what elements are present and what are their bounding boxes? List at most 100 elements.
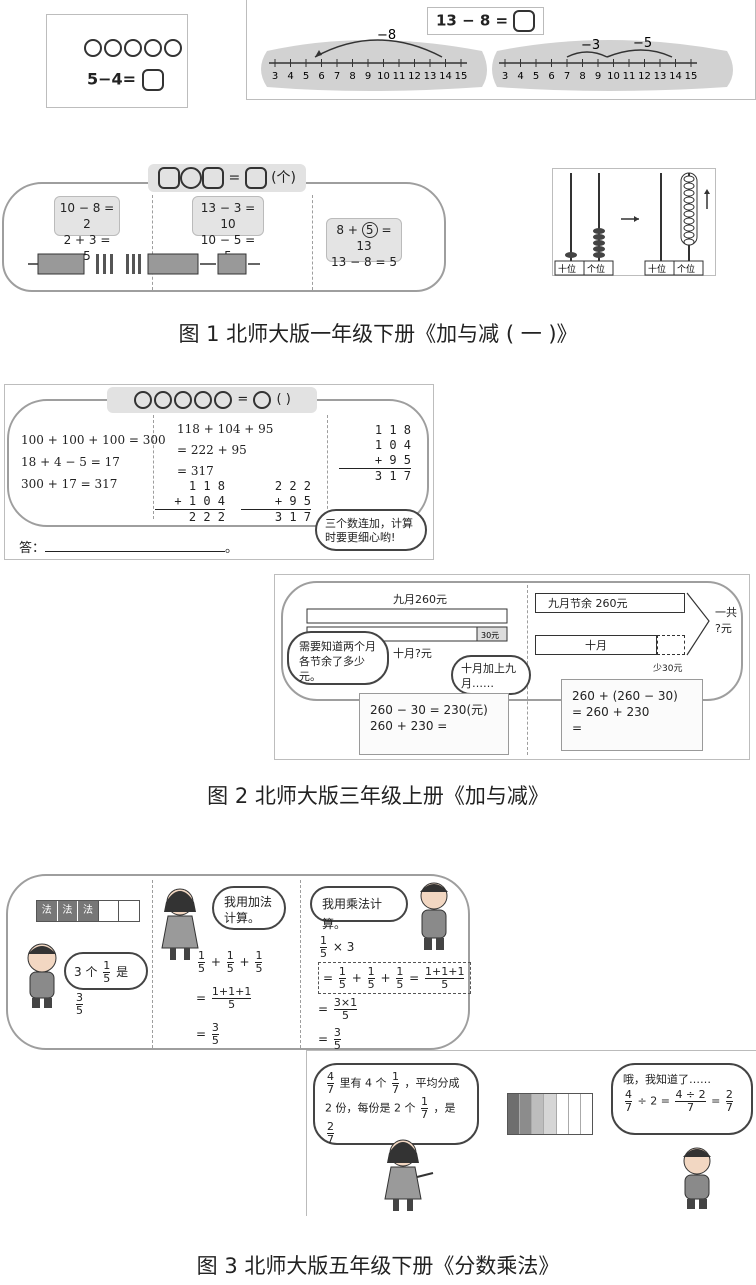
circle-icon	[104, 38, 122, 57]
small-30-label: 30元	[481, 631, 499, 640]
card-line: 10 − 8 = 2	[59, 201, 115, 231]
numberline-tick-label: 10	[607, 71, 620, 82]
bar-cell	[118, 901, 139, 921]
numberline-tick-label: 8	[579, 71, 585, 82]
paper-right: 260 + (260 − 30)= 260 + 230=	[561, 679, 703, 751]
mid-calc: 118 + 104 + 95= 222 + 95= 317	[177, 422, 274, 478]
numberline-tick-label: 14	[669, 71, 682, 82]
numberline-tick-label: 8	[349, 71, 355, 82]
fig1-card-panel: 5−4=	[46, 14, 188, 108]
abacus-bead	[565, 252, 577, 258]
bar-cell: 法	[78, 901, 98, 921]
boy-character-icon	[27, 943, 57, 1008]
circle-icon	[144, 38, 162, 57]
card-line: 13 − 8 = 5	[331, 255, 397, 269]
stick	[126, 254, 129, 274]
bar-cell: 法	[37, 901, 58, 921]
fig1-header: = (个)	[148, 164, 306, 192]
figure2-caption: 图 2 北师大版三年级上册《加与减》	[207, 784, 549, 808]
bubble-add: 十月加上九月……	[451, 655, 531, 695]
stick	[138, 254, 141, 274]
fig2b-panel: 九月260元 30元 十月?元 九月节余 260元 十月 少30元 一共?元 需…	[274, 574, 750, 760]
abacus-label: 个位	[677, 263, 695, 275]
numberline-tick-label: 15	[685, 71, 698, 82]
numberline-tick-label: 3	[272, 71, 278, 82]
fig2a-cloud	[7, 399, 429, 527]
boy-bubble: 我用乘法计算。	[310, 886, 408, 931]
numberline-tick-label: 13	[424, 71, 437, 82]
stick	[103, 254, 106, 274]
circle-icon	[164, 38, 182, 57]
card-line: 13 − 3 = 10	[200, 201, 256, 231]
abacus-beads-ten	[683, 175, 695, 246]
right-band	[492, 40, 733, 91]
numberline-tick-label: 5	[533, 71, 539, 82]
sep-label: 九月260元	[393, 593, 447, 606]
brace-icon	[686, 592, 710, 656]
numberline-tick-label: 13	[654, 71, 667, 82]
abacus-label: 十位	[558, 263, 576, 275]
right-equation-card: 8 + 5 = 13 13 − 8 = 5	[326, 218, 402, 269]
numberline-tick-label: 5	[303, 71, 309, 82]
numberline-tick-label: 6	[318, 71, 324, 82]
girl2-character-icon	[384, 1139, 434, 1211]
jump-arc-left	[314, 39, 443, 58]
abacus-svg: 十位 个位 十位 个位	[554, 172, 710, 276]
circles-row	[83, 37, 183, 57]
bar-oct-dashed	[657, 635, 685, 655]
right-jump-label-1: −5	[633, 36, 652, 51]
bar-cell	[97, 901, 119, 921]
divider	[300, 880, 301, 1048]
right-jump-label-2: −3	[581, 38, 600, 53]
total-label: 一共?元	[715, 606, 737, 635]
box-icon	[244, 167, 267, 189]
numberline-tick-label: 15	[455, 71, 468, 82]
left-jump-label: −8	[377, 28, 396, 43]
seven-parts-bar	[507, 1093, 593, 1135]
fig1-abacus-panel: 十位 个位 十位 个位	[552, 168, 716, 276]
numberline-tick-label: 9	[365, 71, 371, 82]
numberline-tick-label: 12	[638, 71, 651, 82]
numberline-tick-label: 9	[595, 71, 601, 82]
stick	[110, 254, 113, 274]
less30-label: 少30元	[653, 664, 683, 674]
stick-bundle	[37, 253, 85, 275]
box-icon	[157, 167, 180, 189]
stick-bundle	[147, 253, 199, 275]
numberline-tick-label: 14	[439, 71, 452, 82]
circle-icon	[179, 167, 202, 189]
numberline-tick-label: 12	[408, 71, 421, 82]
bar-cell: 法	[57, 901, 79, 921]
stick-bundle	[217, 253, 247, 275]
tip-bubble: 三个数连加，计算时要更细心哟!	[315, 509, 427, 551]
sticks-svg	[28, 253, 260, 275]
numberline-tick-label: 3	[502, 71, 508, 82]
divider	[152, 195, 153, 290]
left-equation-card: 10 − 8 = 2 2 + 3 = 5	[54, 196, 120, 263]
bar-oct: 十月	[535, 635, 657, 655]
circle-icon	[84, 38, 102, 57]
card-equation-text: 5−4=	[87, 69, 137, 89]
fig2a-header: = ( )	[107, 387, 317, 413]
numberline-tick-label: 10	[377, 71, 390, 82]
numberline-tick-label: 7	[334, 71, 340, 82]
oct-label: 十月?元	[393, 647, 432, 660]
figure1-caption: 图 1 北师大版一年级下册《加与减 ( 一 )》	[178, 322, 578, 346]
numberline-equation-text: 13 − 8 =	[436, 11, 509, 30]
answer-line: 答：。	[19, 541, 239, 556]
header-unit: (个)	[271, 170, 297, 186]
card-equation: 5−4=	[87, 69, 164, 91]
